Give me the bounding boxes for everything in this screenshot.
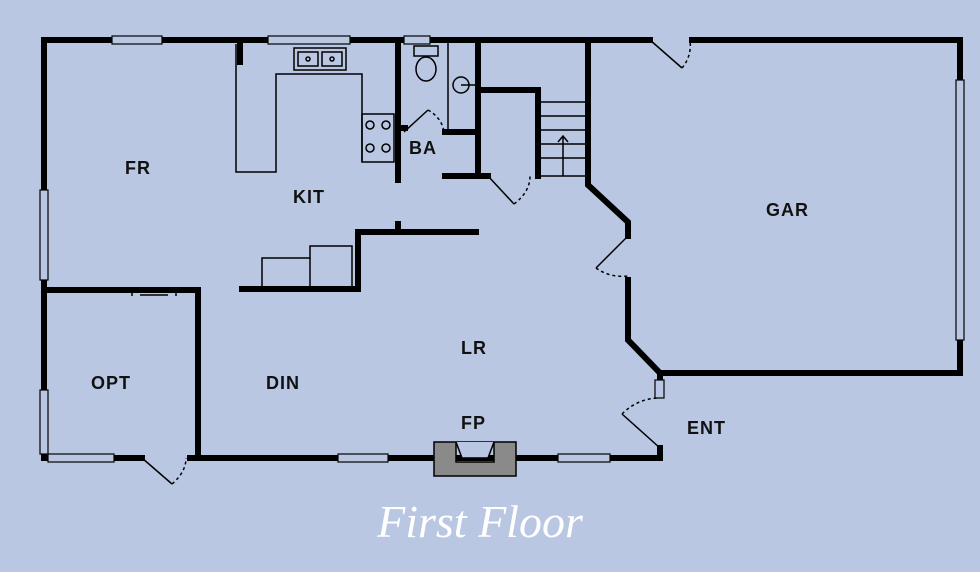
doors [131,39,692,485]
window-lr-bottom-2 [557,453,611,463]
stove [361,113,395,163]
room-label-fp: FP [461,413,486,433]
window-kit-top [267,35,351,45]
room-label-lr: LR [461,338,487,358]
room-label-ba: BA [409,138,437,158]
window-lr-bottom-1 [337,453,389,463]
kitchen-fixtures [235,44,395,289]
walls [41,37,963,461]
window-opt-bottom [47,453,115,463]
stairs [539,101,587,177]
floor-title: First Floor [376,496,584,547]
window-fr-left [39,189,49,281]
fireplace [433,441,517,477]
window-gar-right [955,79,965,341]
bath-fixtures [413,42,476,132]
room-label-kit: KIT [293,187,325,207]
windows [39,35,965,463]
window-ba-top [403,35,431,45]
room-label-ent: ENT [687,418,726,438]
room-label-fr: FR [125,158,151,178]
kitchen-counter [235,44,363,173]
window-opt-left [39,389,49,455]
room-label-gar: GAR [766,200,809,220]
toilet-tank [413,45,439,57]
room-labels: FR KIT BA GAR LR OPT DIN FP ENT [91,138,809,438]
room-label-opt: OPT [91,373,131,393]
room-label-din: DIN [266,373,300,393]
kitchen-sink [293,47,347,71]
window-fr-top [111,35,163,45]
toilet-bowl [415,56,437,82]
